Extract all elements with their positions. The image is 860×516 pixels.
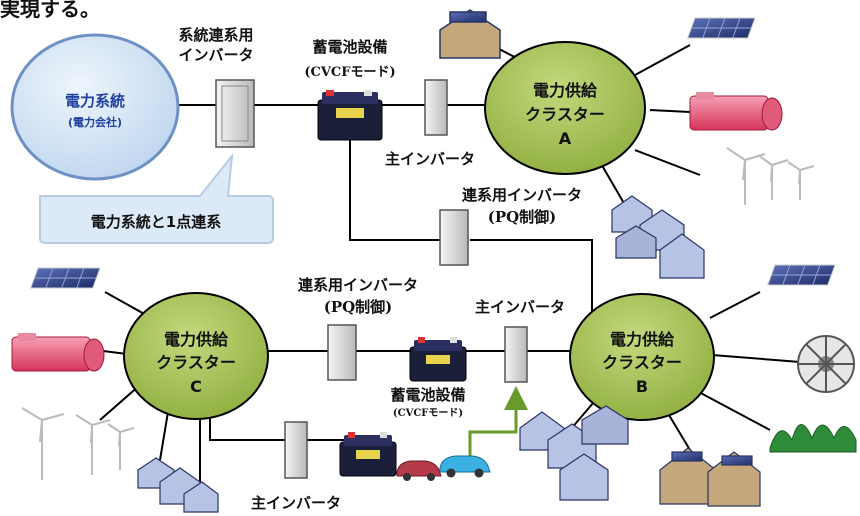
cluster-b-line1: 電力供給	[610, 330, 675, 349]
house-solar-icon	[659, 447, 761, 507]
house-icon	[439, 9, 501, 59]
top-fragment: 実現する。	[0, 0, 100, 21]
grid-inverter-label-2: インバータ	[178, 46, 253, 64]
house-cluster-icon	[137, 457, 219, 513]
house-cluster-icon	[519, 405, 629, 501]
cluster-a-line2: クラスター	[525, 105, 605, 124]
water-wheel-icon	[797, 335, 855, 393]
main-inverter-c-label: 主インバータ	[251, 494, 341, 512]
battery-top-label-1: 蓄電池設備	[312, 38, 387, 56]
grid-callout	[39, 152, 274, 244]
solar-panel-icon	[767, 264, 836, 286]
battery-top-label-2: (CVCFモード)	[304, 65, 395, 80]
ev-car-blue-icon	[439, 455, 491, 478]
wind-turbine-icon	[726, 147, 815, 205]
grid-label: 電力系統	[65, 92, 125, 110]
battery-bottom-label-1: 蓄電池設備	[390, 386, 465, 404]
ev-car-red-icon	[396, 460, 442, 481]
battery-bottom-icon	[409, 337, 467, 382]
battery-c-icon	[339, 432, 397, 477]
cluster-a-circle	[484, 41, 646, 175]
link-inverter-ab-device	[439, 209, 469, 266]
house-cluster-icon	[611, 195, 705, 279]
cluster-b-line3: B	[636, 377, 648, 396]
battery-top-icon	[317, 90, 383, 141]
link-inverter-ab-label-2: (PQ制御)	[488, 208, 557, 226]
cluster-a-line3: A	[559, 129, 572, 148]
fuel-cell-icon	[11, 333, 105, 372]
link-inverter-bc-label-1: 連系用インバータ	[298, 276, 418, 294]
cluster-c-circle	[123, 292, 269, 420]
grid-inverter	[215, 79, 255, 148]
grid-sublabel: (電力会社)	[68, 115, 122, 129]
link-inverter-ab-label-1: 連系用インバータ	[462, 186, 582, 204]
cluster-c-line2: クラスター	[156, 353, 236, 372]
fuel-cell-icon	[689, 92, 783, 131]
cluster-a-line1: 電力供給	[533, 81, 598, 100]
main-inverter-a-device	[424, 79, 448, 136]
link-inverter-bc-device	[327, 324, 357, 381]
main-inverter-b-label: 主インバータ	[475, 298, 565, 316]
wires	[94, 37, 801, 510]
forest-icon	[769, 424, 857, 453]
cluster-c-line1: 電力供給	[164, 330, 229, 349]
grid-circle	[10, 33, 180, 181]
power-flow-arrow	[468, 386, 528, 462]
wind-turbine-icon	[21, 407, 135, 480]
main-inverter-a-label: 主インバータ	[385, 150, 475, 168]
main-inverter-b-device	[504, 326, 528, 383]
cluster-b-circle	[569, 293, 715, 421]
solar-panel-icon	[687, 17, 756, 39]
main-inverter-c-device	[284, 421, 308, 479]
link-inverter-bc-label-2: (PQ制御)	[324, 298, 393, 316]
cluster-b-line2: クラスター	[602, 353, 682, 372]
solar-panel-icon	[30, 267, 101, 289]
grid-callout-text: 電力系統と1点連系	[91, 213, 221, 231]
grid-inverter-label-1: 系統連系用	[178, 26, 253, 44]
cluster-c-line3: C	[190, 377, 202, 396]
battery-bottom-label-2: (CVCFモード)	[393, 407, 463, 419]
